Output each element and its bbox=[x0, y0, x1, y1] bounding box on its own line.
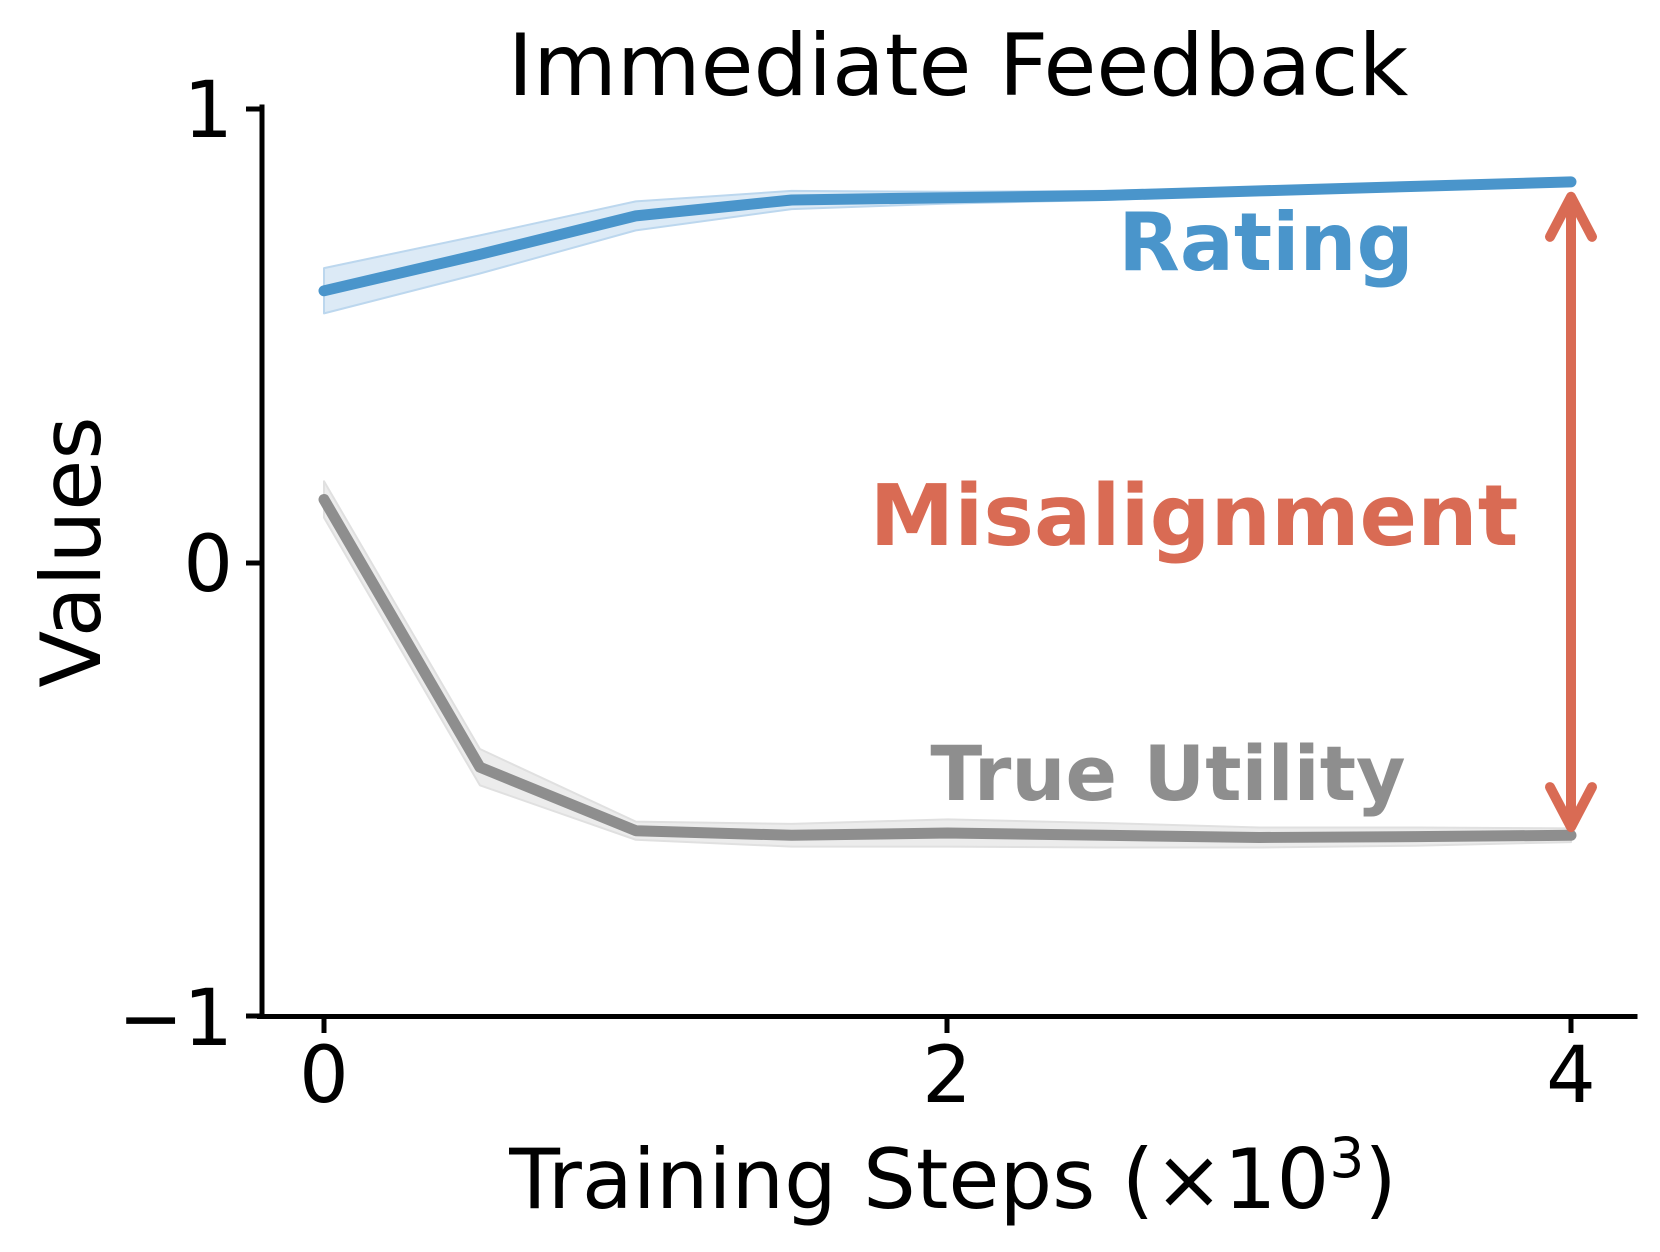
rating-series-label: Rating bbox=[1118, 196, 1413, 289]
misalignment-arrow-head-bottom-icon bbox=[1545, 782, 1597, 833]
rating-line bbox=[318, 176, 1577, 297]
true-utility-series-label: True Utility bbox=[930, 729, 1405, 818]
misalignment-arrow-head-top-icon bbox=[1545, 191, 1597, 242]
y-tick-label-neg1: −1 bbox=[118, 974, 233, 1064]
misalignment-annotation-label: Misalignment bbox=[870, 467, 1519, 566]
x-tick-label-0: 0 bbox=[299, 1031, 349, 1121]
y-tick-label-1: 1 bbox=[183, 66, 233, 156]
y-axis-label: Values bbox=[23, 416, 120, 687]
true-utility-band bbox=[323, 480, 1572, 849]
true-utility-line bbox=[318, 494, 1577, 843]
x-axis-label: Training Steps (×103) bbox=[508, 1126, 1396, 1228]
x-tick-label-4: 4 bbox=[1546, 1031, 1596, 1121]
x-tick-label-2: 2 bbox=[922, 1031, 972, 1121]
chart-title: Immediate Feedback bbox=[508, 16, 1409, 116]
y-tick-label-0: 0 bbox=[183, 520, 233, 610]
